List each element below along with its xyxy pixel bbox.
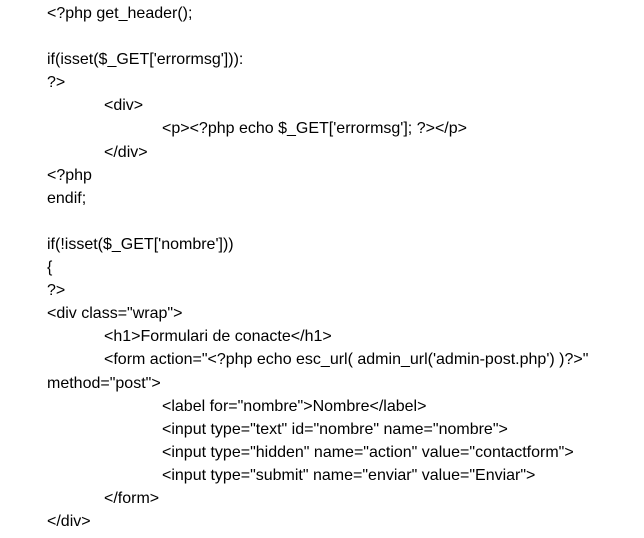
code-line: <h1>Formulari de conacte</h1>: [104, 328, 332, 346]
code-line: <div>: [104, 97, 144, 115]
code-line: if(isset($_GET['errormsg'])):: [47, 51, 244, 69]
code-line: <p><?php echo $_GET['errormsg']; ?></p>: [162, 120, 467, 138]
code-line: <input type="submit" name="enviar" value…: [162, 466, 536, 484]
code-line: <div class="wrap">: [47, 305, 183, 323]
code-line: </form>: [104, 489, 160, 507]
code-document: <?php get_header(); if(isset($_GET['erro…: [47, 2, 644, 533]
code-line: <input type="text" id="nombre" name="nom…: [162, 420, 508, 438]
code-line: method="post">: [47, 374, 161, 392]
code-line: <?php get_header();: [47, 5, 193, 22]
code-line: </div>: [104, 143, 148, 161]
code-line: <label for="nombre">Nombre</label>: [162, 397, 427, 415]
code-line: ?>: [47, 74, 66, 92]
code-line-blank: [47, 210, 644, 233]
code-line: endif;: [47, 189, 87, 207]
code-line: <?php: [47, 166, 92, 184]
code-line: <form action="<?php echo esc_url( admin_…: [104, 351, 589, 369]
code-line: </div>: [47, 513, 91, 531]
code-line-blank: [47, 25, 644, 48]
code-line: if(!isset($_GET['nombre'])): [47, 235, 234, 253]
code-line: ?>: [47, 282, 66, 300]
code-line: <input type="hidden" name="action" value…: [162, 443, 574, 461]
code-line: {: [47, 259, 53, 277]
